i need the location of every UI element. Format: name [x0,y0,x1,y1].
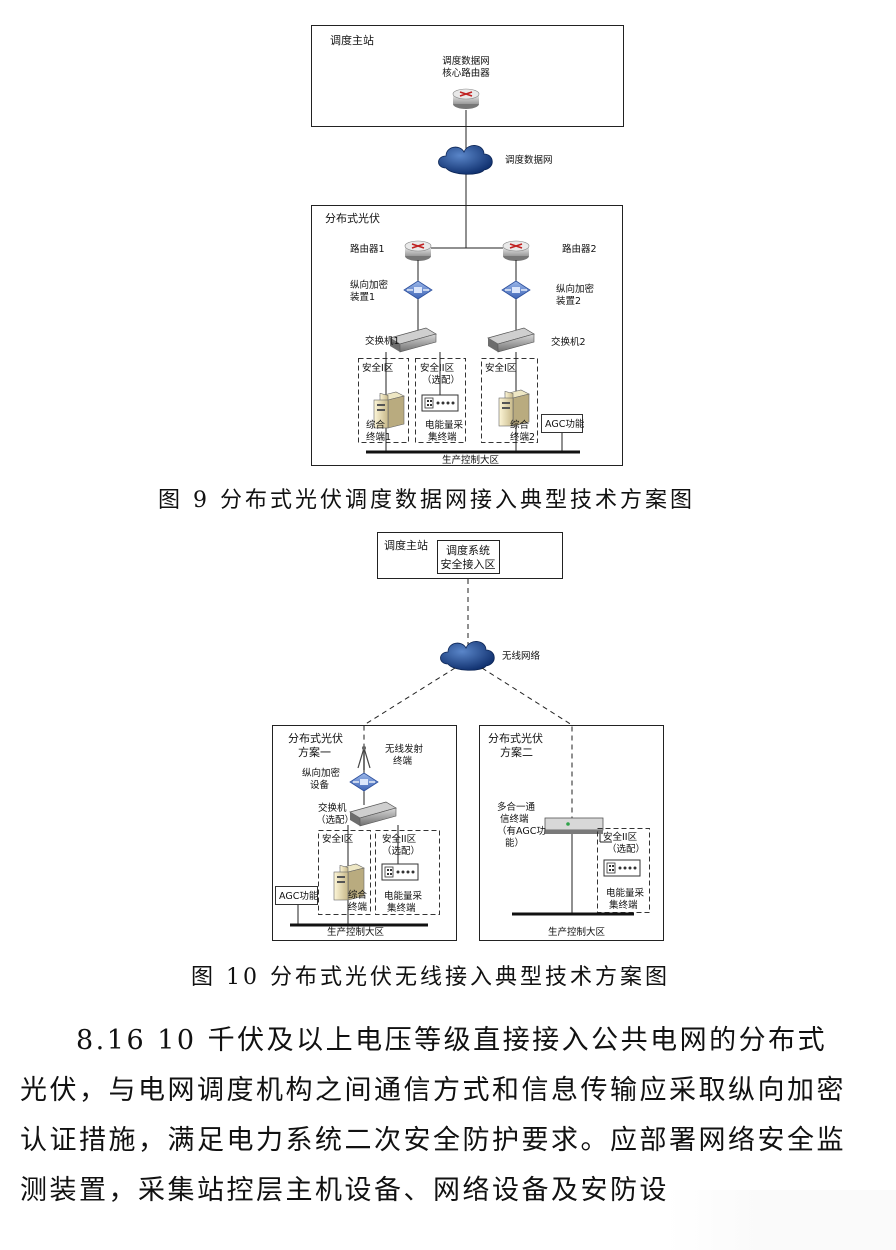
fig10-encrypt-label-1: 纵向加密 [302,767,341,779]
fig9-agc-box [541,414,583,433]
paragraph-line-3: 认证措施，满足电力系统二次安全防护要求。应部署网络安全监 [20,1125,846,1156]
fig10-plan1-box [272,725,457,941]
fig10-cloud-icon [440,641,495,671]
fig10-encrypt-label-2: 设备 [310,779,330,791]
fig10-switch-icon [349,801,397,827]
fig10-meter-icon [381,863,419,881]
fig10-multi-label-2: 信终端 [500,813,529,825]
fig10-multi-label-1: 多合一通 [497,801,536,813]
multi-terminal-icon [544,817,604,834]
fig9-meter-label-2: 集终端 [428,431,457,443]
fig10-meter-label-1: 电能量采 [384,890,423,902]
fig10-bus1-label: 生产控制大区 [327,926,385,938]
fig9-terminal2-label-1: 综合 [510,419,530,431]
fig9-encrypt2-label-1: 纵向加密 [556,283,595,295]
fig9-pv-label: 分布式光伏 [325,211,380,225]
fig10-meter2-label-1: 电能量采 [606,887,645,899]
fig10-switch-label-1: 交换机 [318,802,347,814]
fig10-zone2b-label-2: （选配） [607,843,645,855]
fig10-caption: 图 10 分布式光伏无线接入典型技术方案图 [191,965,670,990]
fig9-core-router-label-2: 核心路由器 [442,67,490,79]
antenna-icon [357,745,371,770]
fig10-agc-label: AGC功能 [279,890,319,902]
fig10-switch-label-2: （选配） [316,814,354,826]
fig9-encrypt1-label-1: 纵向加密 [350,279,389,291]
fig10-plan2-box [479,725,664,941]
fig10-meter2-icon [603,859,641,877]
fig10-zone2 [375,830,440,915]
fig10-terminal-label-2: 终端 [348,901,368,913]
paragraph-line-4: 测装置，采集站控层主机设备、网络设备及安防设 [20,1175,669,1206]
fig9-router1-label: 路由器1 [350,243,385,255]
fig9-zone2-left-label-1: 安全II区 [420,362,455,374]
fig9-dispatch-label: 调度主站 [330,33,374,47]
fig9-agc-label: AGC功能 [545,418,585,430]
fig10-bus2-label: 生产控制大区 [548,926,606,938]
fig9-cloud-label: 调度数据网 [505,154,553,166]
fig10-cloud-label: 无线网络 [502,650,541,662]
fig10-access-label-1: 调度系统 [446,543,490,557]
paragraph-line-1: 8.16 10 千伏及以上电压等级直接接入公共电网的分布式 [76,1025,828,1056]
fig10-wireless-label-2: 终端 [393,755,413,767]
fig9-dispatch-box [311,25,624,127]
fig10-zone2-label-1: 安全II区 [382,833,417,845]
fig10-access-box [437,540,500,574]
fig10-zone2-label-2: （选配） [382,845,420,857]
paragraph-line-2: 光伏，与电网调度机构之间通信方式和信息传输应采取纵向加密 [20,1075,846,1106]
fig9-terminal2-label-2: 终端2 [510,431,535,443]
fig10-zone2b-label-1: 安全II区 [603,831,638,843]
fig9-bus-label: 生产控制大区 [442,454,500,466]
fig9-switch2-label: 交换机2 [551,336,586,348]
fig10-meter-label-2: 集终端 [387,902,416,914]
fig9-core-router-label-1: 调度数据网 [442,55,490,67]
fig10-plan1-label-1: 分布式光伏 [288,731,343,745]
fig9-caption: 图 9 分布式光伏调度数据网接入典型技术方案图 [158,488,695,513]
section-8-16-paragraph: 8.16 10 千伏及以上电压等级直接接入公共电网的分布式 光伏，与电网调度机构… [20,1016,880,1216]
fig10-plan1-label-2: 方案一 [298,745,331,759]
fig10-plan2-label-2: 方案二 [500,745,533,759]
fig10-zone1-label: 安全I区 [322,833,354,845]
fig9-pv-box [311,205,623,466]
fig10-zone1 [318,830,371,915]
fig10-meter2-label-2: 集终端 [609,899,638,911]
fig10-encrypt-icon [349,772,379,792]
fig10-multi-label-3: （有AGC功 [497,825,546,837]
fig9-meter-label-1: 电能量采 [425,419,464,431]
watermark-overlay [666,1190,896,1250]
fig9-router2-label: 路由器2 [562,243,597,255]
fig10-wireless-label-1: 无线发射 [385,743,424,755]
fig9-encrypt1-label-2: 装置1 [350,291,375,303]
fig9-zone1-right-label: 安全I区 [485,362,517,374]
fig10-dispatch-label: 调度主站 [384,538,428,552]
fig10-plan2-label-1: 分布式光伏 [488,731,543,745]
fig10-multi-label-4: 能） [505,837,524,849]
fig9-terminal1-label-1: 综合 [366,419,386,431]
fig10-agc-box [275,886,318,905]
fig9-zone1-left [358,358,409,443]
fig10-terminal-label-1: 综合 [348,889,368,901]
fig9-terminal1-label-2: 终端1 [366,431,391,443]
fig9-zone1-right [481,358,538,443]
fig9-encrypt2-label-2: 装置2 [556,295,581,307]
fig9-switch1-label: 交换机1 [365,335,400,347]
fig9-zone2-left-label-2: （选配） [422,374,460,386]
fig10-access-label-2: 安全接入区 [441,557,496,571]
